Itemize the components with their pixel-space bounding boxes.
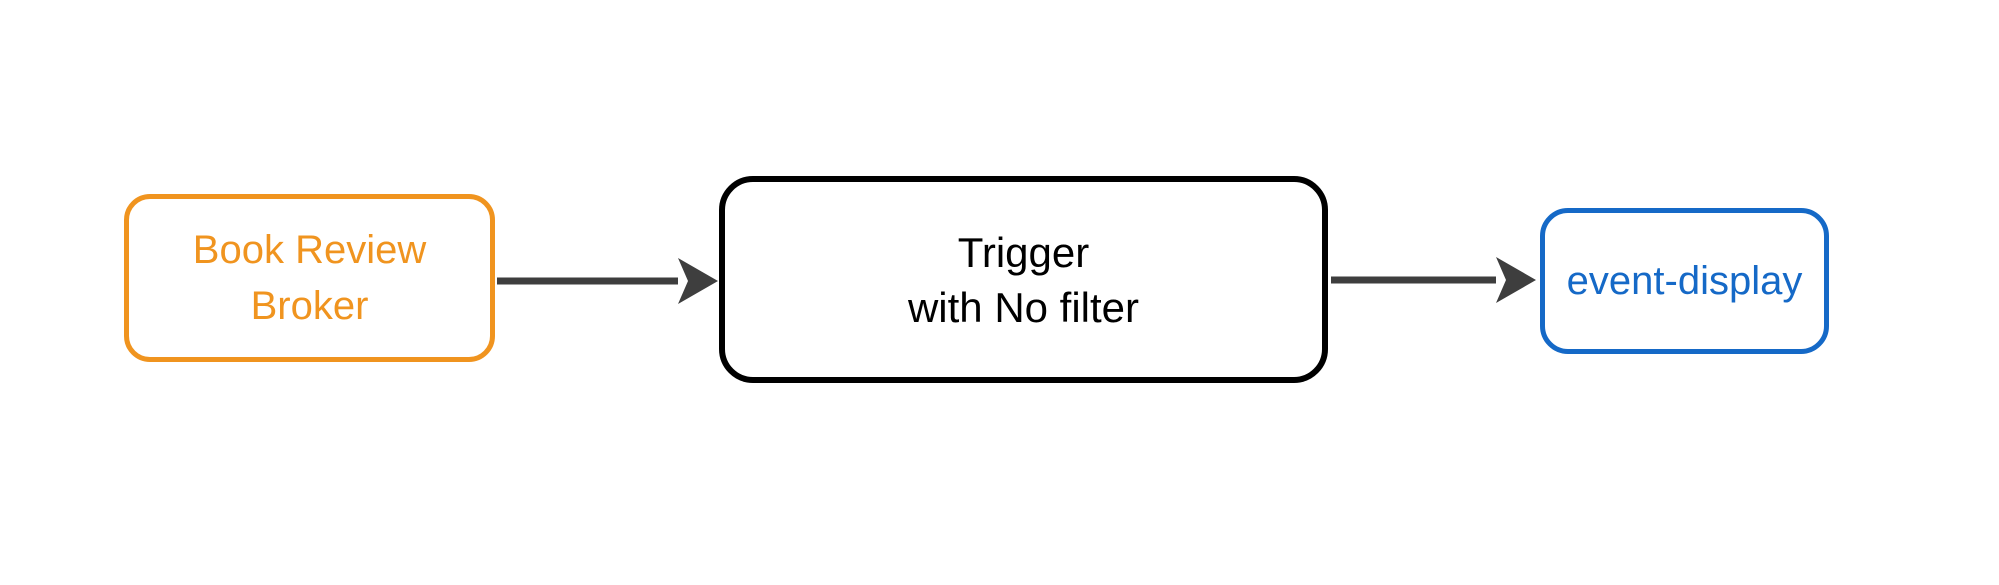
event-display-node: event-display — [1540, 208, 1829, 354]
trigger-node: Trigger with No filter — [719, 176, 1328, 383]
trigger-node-label: Trigger with No filter — [907, 228, 1140, 331]
event-display-node-label: event-display — [1566, 259, 1803, 303]
broker-node-label: Book Review Broker — [192, 228, 427, 328]
broker-node: Book Review Broker — [124, 194, 495, 362]
